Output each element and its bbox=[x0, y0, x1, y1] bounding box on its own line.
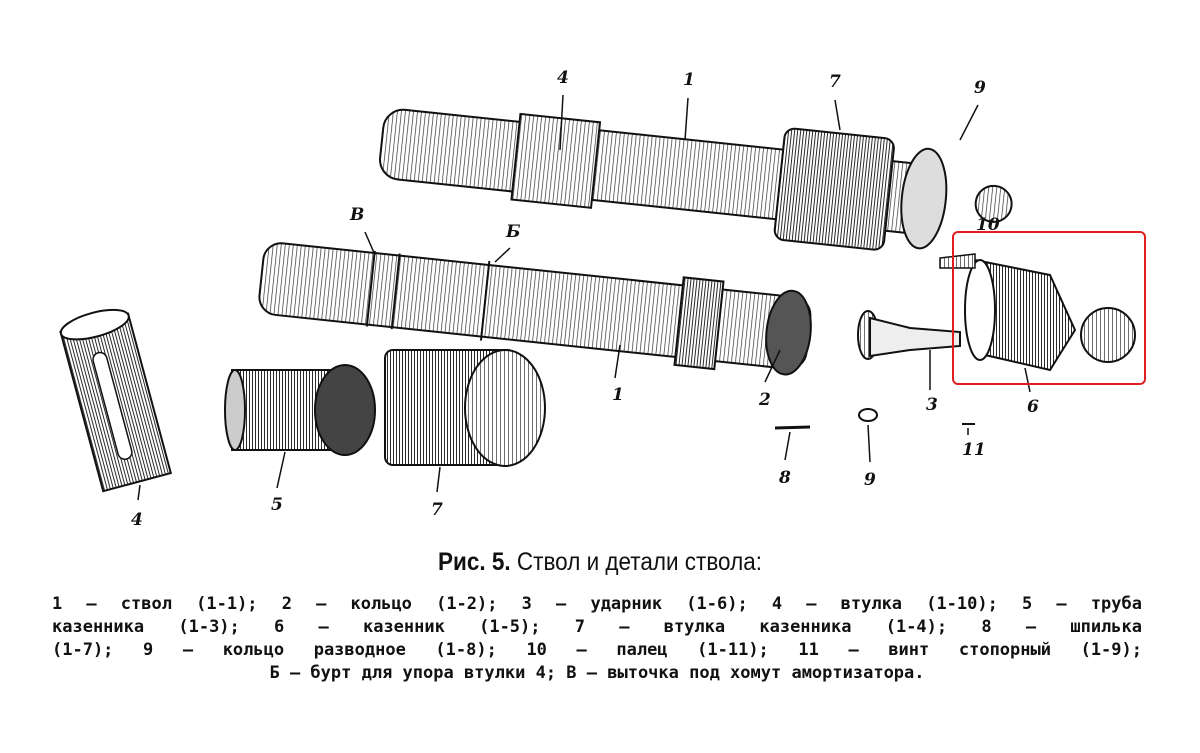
callout-2: 2 bbox=[759, 390, 771, 410]
figure-title: Рис. 5. Ствол и детали ствола: bbox=[60, 548, 1140, 577]
breech-tube-part bbox=[224, 364, 376, 456]
figure-number: Рис. 5. bbox=[438, 548, 511, 576]
callout-1-barrel: 1 bbox=[612, 385, 624, 405]
callout-9: 9 bbox=[864, 470, 876, 490]
caption-line: Б — бурт для упора втулки 4; В — выточка… bbox=[269, 663, 925, 683]
split-ring-part bbox=[858, 408, 878, 422]
figure-title-text: Ствол и детали ствола: bbox=[516, 548, 762, 576]
callout-groove-v: В bbox=[350, 205, 365, 225]
assembled-barrel bbox=[379, 108, 1013, 251]
sleeve-part bbox=[59, 308, 173, 493]
callout-collar-b: Б bbox=[506, 222, 521, 242]
callout-6: 6 bbox=[1027, 397, 1039, 417]
callout-7-sleeve: 7 bbox=[431, 500, 443, 520]
caption-line: (1-7); 9 — кольцо разводное (1-8); 10 — … bbox=[52, 640, 1142, 660]
callout-7-top: 7 bbox=[829, 72, 841, 92]
callout-3: 3 bbox=[926, 395, 938, 415]
callout-8: 8 bbox=[779, 468, 791, 488]
pin-part bbox=[774, 425, 811, 430]
barrel-part bbox=[258, 242, 812, 376]
callout-5: 5 bbox=[271, 495, 283, 515]
breech-sleeve-part bbox=[384, 349, 546, 467]
callout-9-top: 9 bbox=[974, 78, 986, 98]
callout-1-top: 1 bbox=[683, 70, 695, 90]
highlight-box-breech bbox=[952, 231, 1146, 385]
caption-line: казенника (1-3); 6 — казенник (1-5); 7 —… bbox=[52, 617, 1142, 637]
callout-10: 10 bbox=[976, 215, 1000, 235]
striker-part bbox=[857, 310, 961, 360]
callout-4-top: 4 bbox=[557, 68, 569, 88]
callout-4-sleeve: 4 bbox=[131, 510, 143, 530]
caption-line: 1 — ствол (1-1); 2 — кольцо (1-2); 3 — у… bbox=[52, 594, 1142, 614]
breech-part bbox=[939, 253, 1136, 372]
callout-11: 11 bbox=[962, 440, 986, 460]
